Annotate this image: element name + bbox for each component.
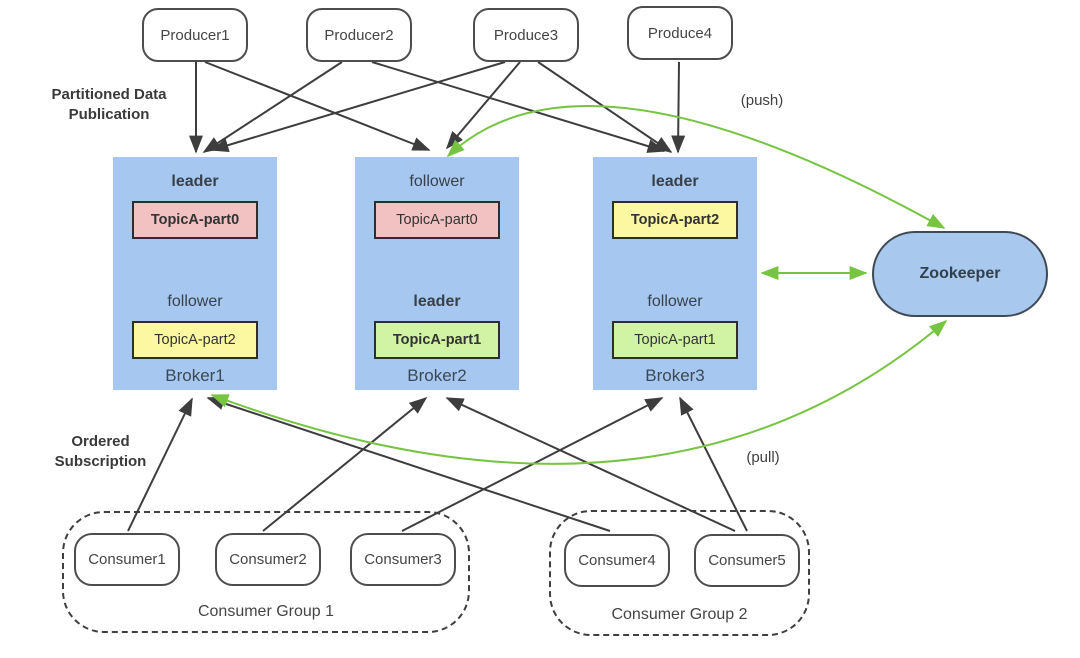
broker1-top-partition: TopicA-part0 xyxy=(132,201,258,239)
consumer3-label: Consumer3 xyxy=(364,551,442,568)
consumer-group-1: Consumer1 Consumer2 Consumer3 Consumer G… xyxy=(62,511,470,633)
producer2-node: Producer2 xyxy=(306,8,412,62)
broker3-node: leader TopicA-part2 follower TopicA-part… xyxy=(593,157,757,390)
push-label: (push) xyxy=(740,92,784,109)
producer1-node: Producer1 xyxy=(142,8,248,62)
edge-pull-arc-broker1-zookeeper xyxy=(210,319,948,465)
zookeeper-node: Zookeeper xyxy=(872,231,1048,317)
produce4-label: Produce4 xyxy=(647,24,713,42)
consumer1-node: Consumer1 xyxy=(74,533,180,586)
edge-produce4-broker3 xyxy=(671,61,686,154)
pull-label: (pull) xyxy=(746,449,780,466)
produce3-label: Produce3 xyxy=(493,26,559,44)
consumer5-node: Consumer5 xyxy=(694,534,800,587)
edge-produce3-broker2 xyxy=(445,61,521,150)
consumer3-node: Consumer3 xyxy=(350,533,456,586)
ordered-subscription-label: Ordered Subscription xyxy=(54,433,147,471)
zookeeper-label: Zookeeper xyxy=(919,265,1001,282)
consumer2-label: Consumer2 xyxy=(229,551,307,568)
producer1-label: Producer1 xyxy=(160,26,230,44)
consumer-group-2: Consumer4 Consumer5 Consumer Group 2 xyxy=(549,510,810,636)
broker1-name: Broker1 xyxy=(165,366,225,385)
broker2-top-role: follower xyxy=(409,173,465,190)
consumer4-node: Consumer4 xyxy=(564,534,670,587)
produce3-node: Produce3 xyxy=(473,8,579,62)
broker1-bottom-partition: TopicA-part2 xyxy=(132,321,258,359)
broker3-top-role: leader xyxy=(651,173,699,190)
broker2-bottom-partition: TopicA-part1 xyxy=(374,321,500,359)
broker1-top-role: leader xyxy=(171,173,219,190)
consumer-group-1-label: Consumer Group 1 xyxy=(197,603,335,620)
edge-consumer2-broker2 xyxy=(262,396,428,532)
broker3-bottom-partition: TopicA-part1 xyxy=(612,321,738,359)
broker1-bottom-role: follower xyxy=(167,293,223,310)
partitioned-data-publication-label: Partitioned Data Publication xyxy=(51,86,167,124)
consumer2-node: Consumer2 xyxy=(215,533,321,586)
edge-consumer5-broker2 xyxy=(445,397,736,532)
consumer1-label: Consumer1 xyxy=(88,551,166,568)
produce4-node: Produce4 xyxy=(627,6,733,60)
broker2-name: Broker2 xyxy=(407,366,467,385)
broker3-top-partition: TopicA-part2 xyxy=(612,201,738,239)
broker2-node: follower TopicA-part0 leader TopicA-part… xyxy=(355,157,519,390)
broker2-top-partition: TopicA-part0 xyxy=(374,201,500,239)
edge-produce3-broker1 xyxy=(210,61,506,152)
edge-producer2-broker1 xyxy=(202,61,343,153)
edge-producer1-broker2 xyxy=(204,61,431,151)
edge-consumer1-broker1 xyxy=(127,397,193,532)
producer2-label: Producer2 xyxy=(324,26,394,44)
edge-producer2-broker3 xyxy=(371,61,666,153)
broker1-node: leader TopicA-part0 follower TopicA-part… xyxy=(113,157,277,390)
consumer-group-2-label: Consumer Group 2 xyxy=(611,606,748,623)
edge-push-arc-broker2-zookeeper xyxy=(446,105,946,229)
broker3-bottom-role: follower xyxy=(647,293,703,310)
consumer5-label: Consumer5 xyxy=(708,552,786,569)
broker2-bottom-role: leader xyxy=(413,293,461,310)
edge-consumer4-broker1 xyxy=(206,396,611,532)
consumer4-label: Consumer4 xyxy=(578,552,656,569)
broker3-name: Broker3 xyxy=(645,366,705,385)
edge-consumer5-broker3 xyxy=(679,396,748,532)
